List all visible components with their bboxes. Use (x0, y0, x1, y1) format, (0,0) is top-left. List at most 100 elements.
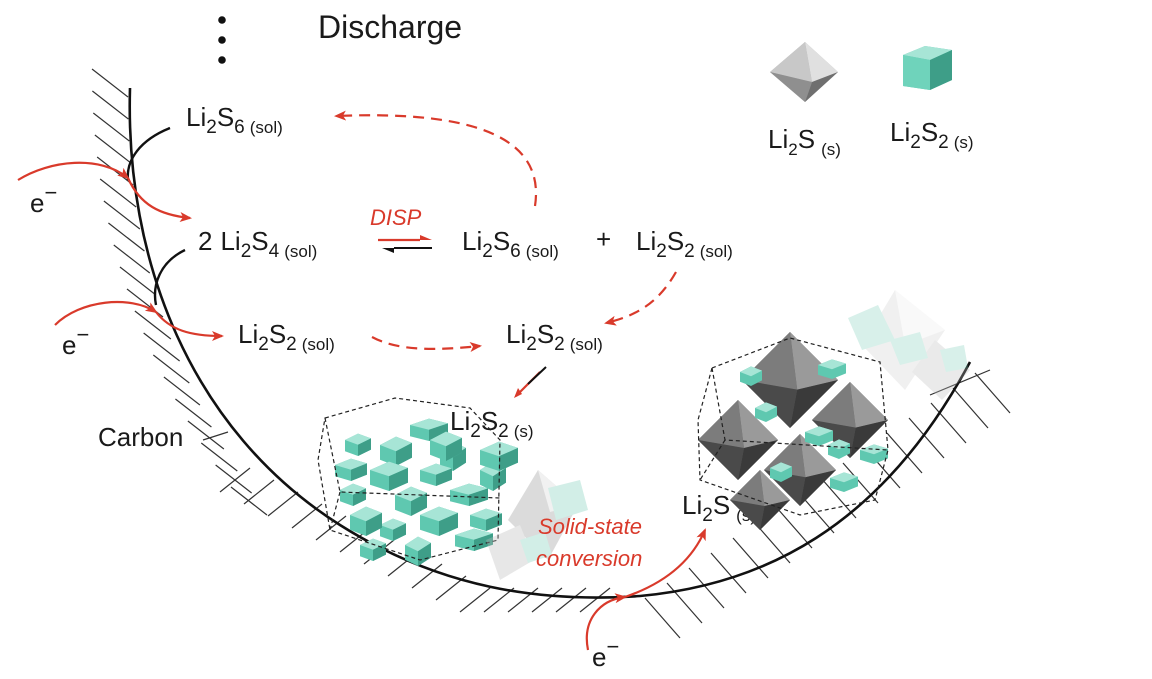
electron-label-2: e− (62, 322, 89, 360)
legend-li2s2-label: Li2S2(s) (890, 117, 974, 153)
hatch-line (952, 387, 989, 429)
li2s2-crystal (818, 359, 846, 379)
li2s2-crystal (420, 506, 458, 536)
hatch-line (219, 467, 251, 493)
li2s-crystal-cluster (697, 290, 970, 530)
li2s2-crystal (405, 536, 431, 566)
solid-state-label: Solid-state (538, 514, 642, 539)
electron-label-3: e− (592, 634, 619, 672)
hatch-line (555, 587, 587, 613)
li2s2-crystal (335, 458, 367, 481)
hatch-line (930, 402, 967, 444)
li2s2-crystal (430, 431, 462, 461)
hatch-line (187, 420, 225, 450)
hatch-line (243, 479, 275, 505)
hatch-line (152, 354, 190, 384)
hatch-line (842, 462, 879, 504)
hatch-line (108, 222, 145, 252)
species-li2s6-right: Li2S6(sol) (462, 226, 559, 262)
carbon-surface-hatching (91, 68, 1011, 639)
hatch-line (459, 587, 491, 613)
hatch-line (411, 563, 443, 589)
hatch-line (200, 442, 238, 472)
li2s2-crystal (828, 439, 850, 459)
li2s-crystal (730, 470, 790, 530)
li2s2-crystal (470, 508, 502, 531)
li2s2-crystal (340, 483, 366, 506)
hatch-line (92, 112, 130, 142)
li2s2-crystal (740, 366, 762, 386)
species-li2s2-center: Li2S2(sol) (506, 319, 603, 355)
li2s2-hexprism-icon (903, 46, 952, 90)
species-li2s2-right: Li2S2(sol) (636, 226, 733, 262)
hatch-line (666, 582, 703, 624)
li2s-crystal (698, 400, 778, 480)
disp-label: DISP (370, 205, 422, 230)
legend-li2s-label: Li2S(s) (768, 124, 841, 159)
li2s2-crystal (360, 538, 386, 561)
carbon-label: Carbon (98, 422, 183, 452)
plus-sign: + (596, 224, 611, 254)
species-li2s6-top: Li2S6(sol) (186, 102, 283, 138)
hatch-line (94, 134, 132, 164)
li2s2-crystal (455, 528, 493, 551)
hatch-line (113, 244, 151, 274)
li2s2-crystal (380, 518, 406, 541)
carbon-surface-curve (128, 87, 972, 599)
hatch-line (579, 587, 611, 613)
li2s2-crystal (860, 444, 888, 464)
hatch-line (92, 90, 129, 120)
electron-label-1: e− (30, 180, 57, 218)
discharge-title: Discharge (318, 9, 462, 45)
hatch-line (291, 503, 323, 529)
bracket-curve-lower (153, 248, 186, 306)
hatch-line (91, 68, 129, 98)
hatch-line (507, 587, 539, 613)
li2s2-crystal (830, 472, 858, 492)
li2s2-crystal (450, 483, 488, 506)
solid-state-label-2: conversion (536, 546, 642, 571)
li2s-octahedron-icon (770, 42, 838, 102)
li2s2-crystal (345, 433, 371, 456)
hatch-line (710, 552, 747, 594)
li2s2-crystal (755, 402, 777, 422)
hatch-line (820, 477, 857, 519)
hatch-line (886, 432, 923, 474)
hatch-line (99, 178, 137, 208)
carbon-leader-line (202, 431, 229, 441)
hatch-line (175, 398, 212, 428)
li2s2-crystal (805, 426, 833, 446)
transforming-crystals (486, 470, 588, 580)
hatch-line (230, 486, 268, 516)
hatch-line (688, 567, 725, 609)
li2s2-crystal (410, 418, 448, 441)
li2s2-crystal (480, 441, 518, 471)
hatch-line (908, 417, 945, 459)
hatch-line (483, 587, 515, 613)
precipitation-arrows (514, 366, 547, 398)
li2s2-crystal (380, 436, 412, 466)
legend: Li2S(s) Li2S2(s) (768, 42, 974, 159)
dashed-reaction-arrows (334, 110, 677, 352)
li2s2-crystal (770, 462, 792, 482)
hatch-line (119, 266, 157, 296)
equilibrium-arrows (378, 235, 432, 253)
hatch-line (143, 332, 181, 362)
hatch-line (974, 372, 1011, 414)
li2s2-crystal (395, 486, 427, 516)
species-li2s2-left: Li2S2(sol) (238, 319, 335, 355)
hatch-line (732, 537, 769, 579)
species-li2s2-solid: Li2S2(s) (450, 406, 534, 442)
hatch-line (776, 507, 813, 549)
hatch-line (644, 597, 681, 639)
li2s2-crystal (370, 461, 408, 491)
hatch-line (215, 464, 253, 494)
li2s2-crystal-cluster (317, 397, 518, 566)
hatch-line (531, 587, 563, 613)
ellipsis-dots (218, 16, 226, 64)
hatch-line (134, 310, 172, 340)
li2s2-crystal (420, 463, 452, 486)
li2s2-crystal (350, 506, 382, 536)
hatch-line (103, 200, 141, 230)
